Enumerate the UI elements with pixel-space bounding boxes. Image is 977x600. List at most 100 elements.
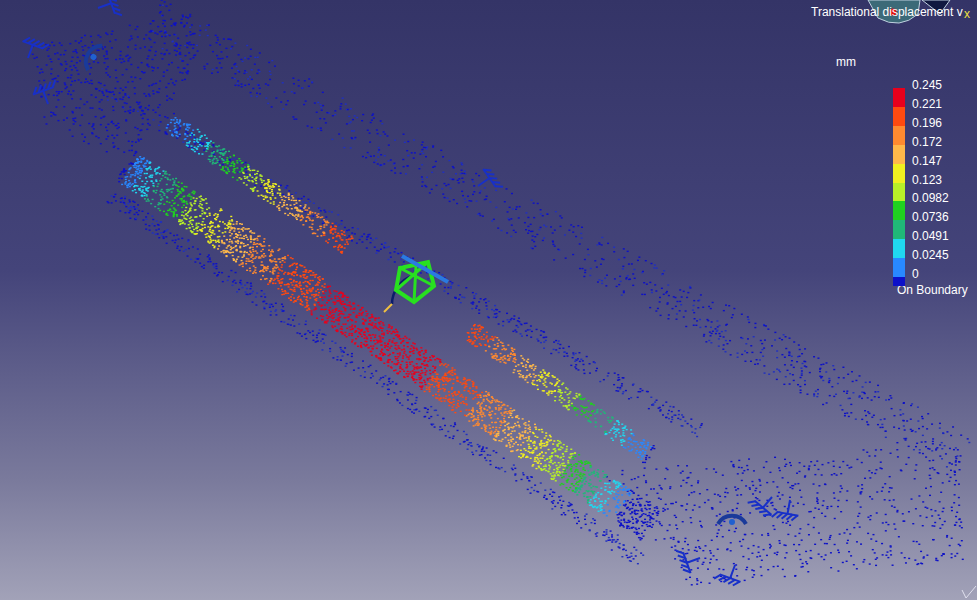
mesh-node-dot — [534, 484, 536, 485]
mesh-node-dot — [479, 454, 481, 455]
mesh-node-dot — [127, 110, 129, 111]
mesh-node-dot — [138, 210, 140, 211]
mesh-node-dot — [344, 227, 346, 228]
mesh-node-dot — [246, 294, 248, 295]
mesh-node-dot — [413, 139, 415, 140]
mesh-node-dot — [708, 340, 710, 341]
mesh-node-dot — [665, 292, 667, 293]
mesh-node-dot — [382, 386, 384, 387]
mesh-node-dot — [461, 178, 463, 179]
mesh-node-dot — [348, 229, 350, 230]
mesh-node-dot — [288, 190, 290, 191]
mesh-node-dot — [331, 139, 333, 140]
mesh-node-dot — [536, 338, 538, 339]
mesh-node-dot — [579, 361, 581, 362]
mesh-node-dot — [332, 115, 334, 116]
mesh-node-dot — [861, 398, 863, 399]
mesh-node-dot — [631, 556, 633, 557]
mesh-node-dot — [802, 363, 804, 364]
mesh-node-dot — [231, 158, 233, 159]
mesh-node-dot — [627, 251, 629, 252]
mesh-node-dot — [783, 384, 785, 385]
mesh-node-dot — [932, 438, 934, 439]
mesh-node-dot — [767, 328, 769, 329]
mesh-node-dot — [376, 250, 378, 251]
mesh-node-dot — [214, 273, 216, 274]
mesh-node-dot — [282, 306, 284, 307]
mesh-node-dot — [211, 73, 213, 74]
mesh-node-dot — [479, 192, 481, 193]
mesh-node-dot — [235, 272, 237, 273]
mesh-node-dot — [821, 376, 823, 377]
mesh-node-dot — [619, 543, 621, 544]
mesh-node-dot — [867, 411, 869, 412]
mesh-node-dot — [716, 320, 718, 321]
mesh-node-dot — [573, 354, 575, 355]
mesh-node-dot — [568, 230, 570, 231]
mesh-node-dot — [710, 335, 712, 336]
mesh-node-dot — [344, 347, 346, 348]
mesh-node-dot — [244, 285, 246, 286]
mesh-node-dot — [246, 45, 248, 46]
mesh-node-dot — [459, 443, 461, 444]
mesh-node-dot — [868, 413, 870, 414]
mesh-node-dot — [741, 338, 743, 339]
mesh-node-dot — [804, 380, 806, 381]
mesh-node-dot — [671, 419, 673, 420]
mesh-node-dot — [90, 67, 92, 68]
mesh-node-dot — [400, 172, 402, 173]
mesh-node-dot — [260, 185, 262, 186]
mesh-node-dot — [55, 106, 57, 107]
mesh-node-dot — [124, 102, 126, 103]
mesh-node-dot — [723, 344, 725, 345]
mesh-node-dot — [527, 329, 529, 330]
mesh-node-dot — [800, 390, 802, 391]
mesh-node-dot — [681, 414, 683, 415]
mesh-node-dot — [340, 349, 342, 350]
mesh-node-dot — [819, 376, 821, 377]
mesh-node-dot — [340, 103, 342, 104]
mesh-node-dot — [127, 46, 129, 47]
mesh-node-dot — [745, 343, 747, 344]
mesh-node-dot — [512, 208, 514, 209]
mesh-node-dot — [702, 307, 704, 308]
mesh-node-dot — [791, 356, 793, 357]
mesh-node-dot — [784, 357, 786, 358]
mesh-node-dot — [301, 198, 303, 199]
mesh-node-dot — [863, 392, 865, 393]
mesh-node-dot — [265, 97, 267, 98]
mesh-node-dot — [471, 179, 473, 180]
mesh-node-dot — [84, 82, 86, 83]
mesh-node-dot — [387, 394, 389, 395]
mesh-node-dot — [191, 24, 193, 25]
mesh-node-dot — [168, 83, 170, 84]
mesh-node-dot — [508, 321, 510, 322]
mesh-node-dot — [180, 246, 182, 247]
mesh-node-dot — [619, 388, 621, 389]
mesh-node-dot — [357, 228, 359, 229]
mesh-node-dot — [307, 330, 309, 331]
mesh-node-dot — [615, 390, 617, 391]
mesh-node-dot — [623, 257, 625, 258]
mesh-node-dot — [421, 149, 423, 150]
mesh-node-dot — [621, 385, 623, 386]
mesh-node-dot — [413, 412, 415, 413]
mesh-node-dot — [339, 108, 341, 109]
mesh-node-dot — [850, 412, 852, 413]
mesh-node-dot — [874, 396, 876, 397]
mesh-node-dot — [570, 503, 572, 504]
mesh-node-dot — [662, 405, 664, 406]
mesh-node-dot — [110, 195, 112, 196]
mesh-node-dot — [172, 131, 174, 132]
mesh-node-dot — [124, 94, 126, 95]
mesh-node-dot — [462, 195, 464, 196]
mesh-node-dot — [373, 117, 375, 118]
mesh-node-dot — [352, 119, 354, 120]
mesh-node-dot — [245, 162, 247, 163]
mesh-node-dot — [163, 238, 165, 239]
mesh-node-dot — [491, 309, 493, 310]
mesh-node-dot — [554, 506, 556, 507]
mesh-node-dot — [568, 502, 570, 503]
mesh-node-dot — [244, 70, 246, 71]
